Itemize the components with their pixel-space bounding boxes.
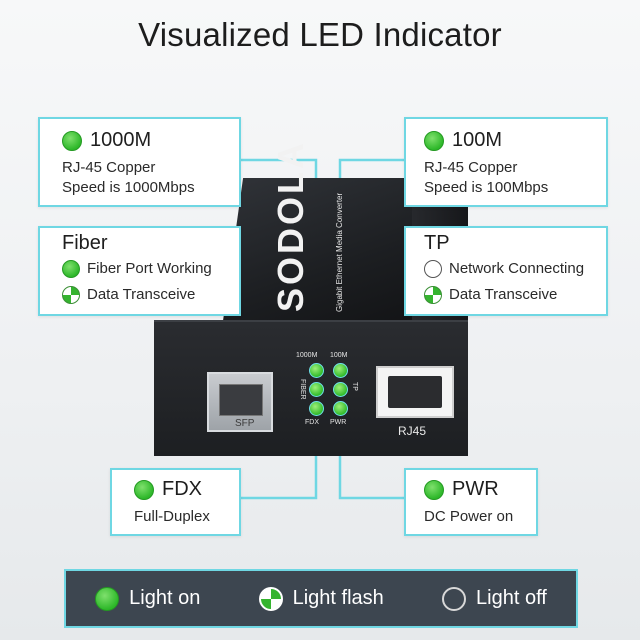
led-pwr — [333, 401, 348, 416]
light-off-icon — [424, 260, 442, 278]
legend: Light on Light flash Light off — [64, 569, 578, 628]
led-label-fdx: FDX — [305, 419, 319, 426]
light-on-icon — [134, 479, 154, 500]
led-fiber — [309, 382, 324, 397]
card-1000m-title: 1000M — [90, 129, 152, 151]
light-off-icon — [442, 586, 467, 611]
card-tp-item2: Data Transceive — [449, 286, 558, 303]
led-label-pwr: PWR — [330, 419, 347, 426]
led-fdx — [309, 401, 324, 416]
card-fiber-item1: Fiber Port Working — [87, 260, 212, 277]
card-100m-line1: RJ-45 Copper — [424, 159, 518, 176]
rj45-socket — [388, 376, 442, 408]
light-on-icon — [95, 586, 120, 611]
led-tp — [333, 382, 348, 397]
light-flash-icon — [62, 286, 80, 304]
card-tp-item1: Network Connecting — [449, 260, 585, 277]
brand-subtitle: Gigabit Ethernet Media Converter — [335, 192, 344, 312]
brand-logo: SODOLA — [270, 139, 311, 312]
rj45-port — [376, 366, 454, 418]
card-fdx-sub: Full-Duplex — [134, 508, 210, 525]
card-1000m-line2: Speed is 1000Mbps — [62, 179, 195, 196]
card-tp-title: TP — [424, 232, 450, 254]
card-fiber-item2: Data Transceive — [87, 286, 196, 303]
card-pwr: PWR DC Power on — [404, 468, 538, 536]
legend-off-label: Light off — [476, 587, 547, 609]
legend-flash: Light flash — [258, 586, 384, 611]
legend-on-label: Light on — [129, 587, 201, 609]
legend-on: Light on — [95, 586, 201, 611]
card-tp: TP Network Connecting Data Transceive — [404, 226, 608, 316]
light-on-icon — [62, 130, 82, 151]
light-flash-icon — [424, 286, 442, 304]
led-1000m — [309, 363, 324, 378]
card-1000m: 1000M RJ-45 Copper Speed is 1000Mbps — [38, 117, 241, 207]
card-fdx-title: FDX — [162, 478, 202, 500]
light-on-icon — [424, 130, 444, 151]
card-100m-title: 100M — [452, 129, 503, 151]
card-fdx: FDX Full-Duplex — [110, 468, 241, 536]
card-pwr-title: PWR — [452, 478, 499, 500]
light-on-icon — [424, 479, 444, 500]
light-flash-icon — [258, 586, 283, 611]
card-fiber-title: Fiber — [62, 232, 108, 254]
legend-off: Light off — [442, 586, 547, 611]
card-1000m-line1: RJ-45 Copper — [62, 159, 156, 176]
light-on-icon — [62, 260, 80, 278]
led-label-100m: 100M — [330, 352, 348, 359]
led-100m — [333, 363, 348, 378]
card-100m: 100M RJ-45 Copper Speed is 100Mbps — [404, 117, 608, 207]
led-label-tp: TP — [351, 382, 358, 391]
sfp-slot — [219, 384, 263, 416]
device-top — [222, 178, 434, 328]
legend-flash-label: Light flash — [292, 587, 384, 609]
card-100m-line2: Speed is 100Mbps — [424, 179, 549, 196]
led-label-1000m: 1000M — [296, 352, 318, 359]
page-title: Visualized LED Indicator — [138, 16, 502, 53]
rj45-label: RJ45 — [398, 424, 427, 438]
sfp-port: SFP — [207, 372, 273, 432]
card-fiber: Fiber Fiber Port Working Data Transceive — [38, 226, 241, 316]
card-pwr-sub: DC Power on — [424, 508, 514, 525]
sfp-label: SFP — [235, 418, 255, 429]
led-label-fiber: FIBER — [299, 379, 306, 400]
